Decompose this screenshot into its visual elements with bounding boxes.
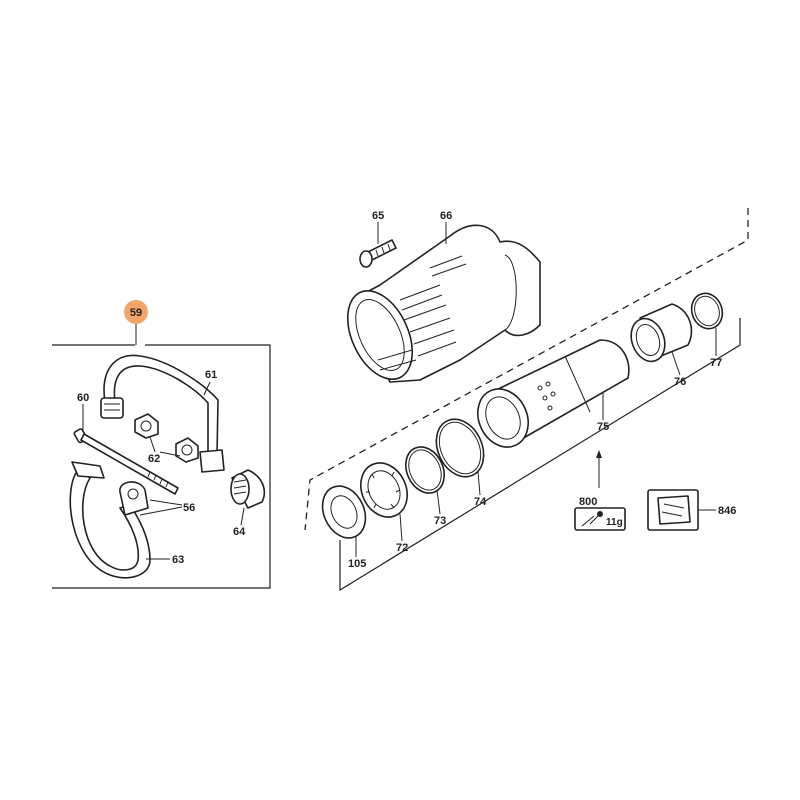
bag-icon	[657, 495, 691, 525]
callout-56[interactable]: 56	[183, 502, 195, 514]
screw-part	[359, 239, 397, 268]
callout-64[interactable]: 64	[233, 526, 246, 538]
callout-66[interactable]: 66	[440, 210, 452, 222]
side-handle-assembly: 59 61 62 60	[52, 300, 271, 589]
grease-gun-icon	[581, 511, 603, 527]
long-bolt-part	[73, 428, 179, 495]
callout-846[interactable]: 846	[718, 505, 736, 517]
callout-62[interactable]: 62	[148, 453, 160, 465]
callout-76[interactable]: 76	[674, 376, 686, 388]
o-ring-part	[690, 292, 724, 330]
main-assembly: 65 66 77 76	[304, 208, 749, 592]
grease-box: 11g	[574, 507, 626, 531]
bushing-part	[630, 303, 693, 363]
callout-59[interactable]: 59	[124, 300, 148, 345]
callout-800[interactable]: 800	[579, 496, 597, 508]
callout-63[interactable]: 63	[172, 554, 184, 566]
assembly-frame	[52, 344, 271, 589]
large-o-ring-part	[435, 418, 485, 478]
nut-part	[134, 413, 199, 463]
small-o-ring-part	[404, 446, 446, 494]
clamp-band-part	[69, 461, 151, 579]
solid-enclosure	[339, 318, 741, 592]
callout-73[interactable]: 73	[434, 515, 446, 527]
callout-65[interactable]: 65	[372, 210, 384, 222]
bearing-part	[360, 462, 408, 518]
knob-part	[230, 469, 266, 509]
callout-61[interactable]: 61	[205, 369, 217, 381]
callout-105[interactable]: 105	[348, 558, 366, 570]
callout-77[interactable]: 77	[710, 357, 722, 369]
callout-59-label: 59	[130, 307, 142, 319]
callout-60[interactable]: 60	[77, 392, 89, 404]
handle-bow-part	[100, 354, 225, 473]
washer-part	[321, 485, 367, 539]
callout-75[interactable]: 75	[597, 421, 609, 433]
tube-part	[477, 339, 630, 448]
callout-72[interactable]: 72	[396, 542, 408, 554]
gear-housing-part	[346, 224, 541, 383]
callout-74[interactable]: 74	[474, 496, 487, 508]
grease-amount: 11g	[606, 517, 623, 528]
dashed-enclosure	[304, 208, 749, 531]
parts-bag-box	[647, 489, 699, 531]
